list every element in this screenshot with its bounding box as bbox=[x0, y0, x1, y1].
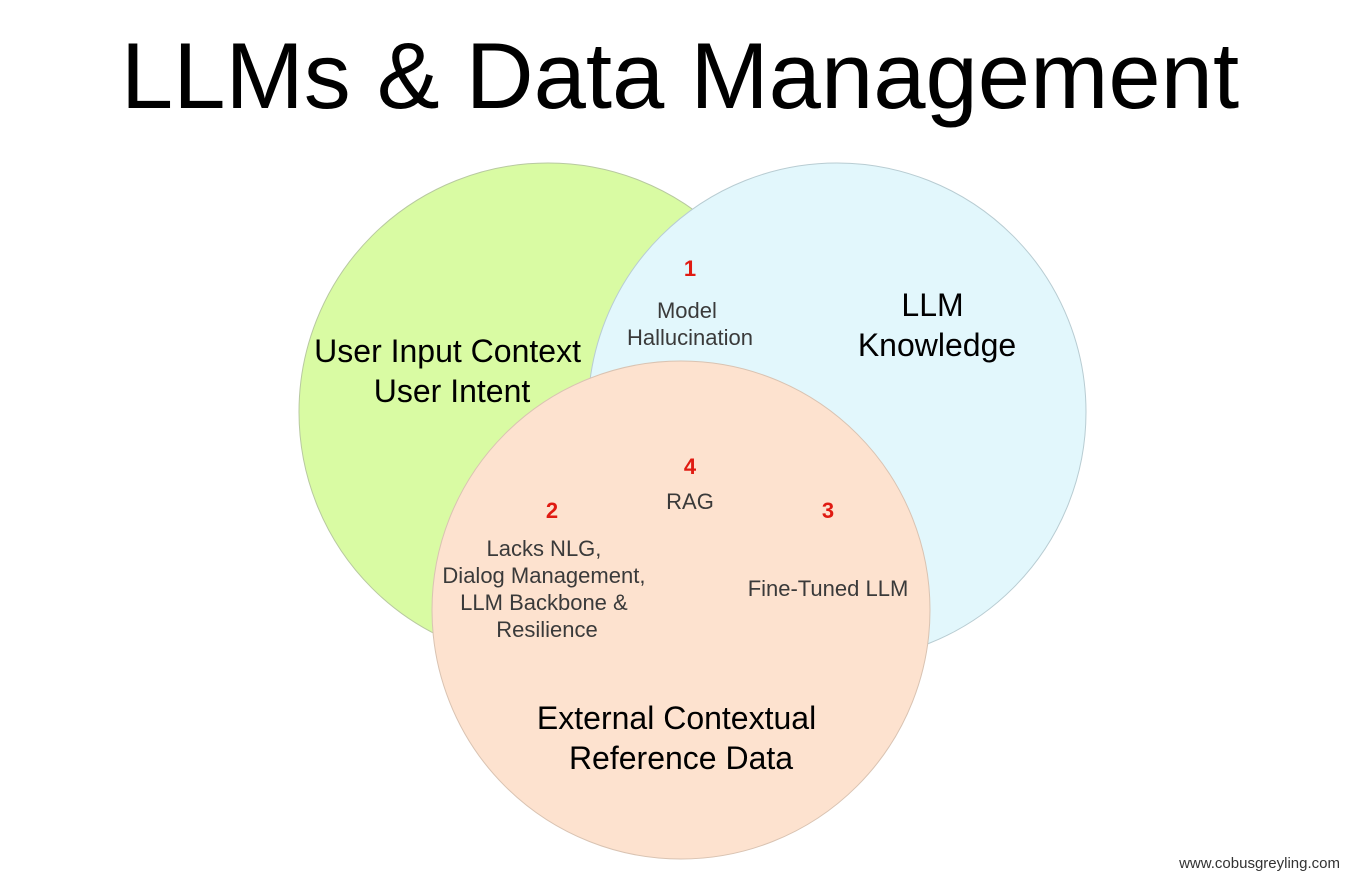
external-data-label-line: Reference Data bbox=[569, 740, 793, 776]
llm-knowledge-label: LLM Knowledge bbox=[858, 287, 1016, 363]
intersection-3-label: Fine-Tuned LLM bbox=[748, 576, 909, 601]
user-input-label-line: User Input Context bbox=[314, 333, 581, 369]
diagram-title: LLMs & Data Management bbox=[121, 23, 1239, 128]
external-data-label-line: External Contextual bbox=[537, 700, 816, 736]
intersection-2-label-line: Resilience bbox=[496, 617, 598, 642]
intersection-2-label-line: Lacks NLG, bbox=[486, 536, 601, 561]
external-data-label: External Contextual Reference Data bbox=[537, 700, 825, 776]
user-input-label-line: User Intent bbox=[374, 373, 531, 409]
intersection-4-label: RAG bbox=[666, 489, 714, 514]
llm-knowledge-label-line: LLM bbox=[901, 287, 963, 323]
intersection-2-label: Lacks NLG, Dialog Management, LLM Backbo… bbox=[442, 536, 651, 642]
intersection-2-label-line: Dialog Management, bbox=[442, 563, 645, 588]
intersection-4-number: 4 bbox=[684, 454, 697, 479]
intersection-1-label-line: Hallucination bbox=[627, 325, 753, 350]
intersection-3-number: 3 bbox=[822, 498, 834, 523]
intersection-2-number: 2 bbox=[546, 498, 558, 523]
footer-credit: www.cobusgreyling.com bbox=[1178, 855, 1340, 872]
external-data-circle bbox=[431, 360, 931, 860]
user-input-label: User Input Context User Intent bbox=[314, 333, 590, 409]
intersection-1-label-line: Model bbox=[657, 298, 717, 323]
intersection-1-number: 1 bbox=[684, 256, 696, 281]
intersection-2-label-line: LLM Backbone & bbox=[460, 590, 628, 615]
llm-knowledge-label-line: Knowledge bbox=[858, 327, 1016, 363]
intersection-1-label: Model Hallucination bbox=[627, 298, 753, 350]
